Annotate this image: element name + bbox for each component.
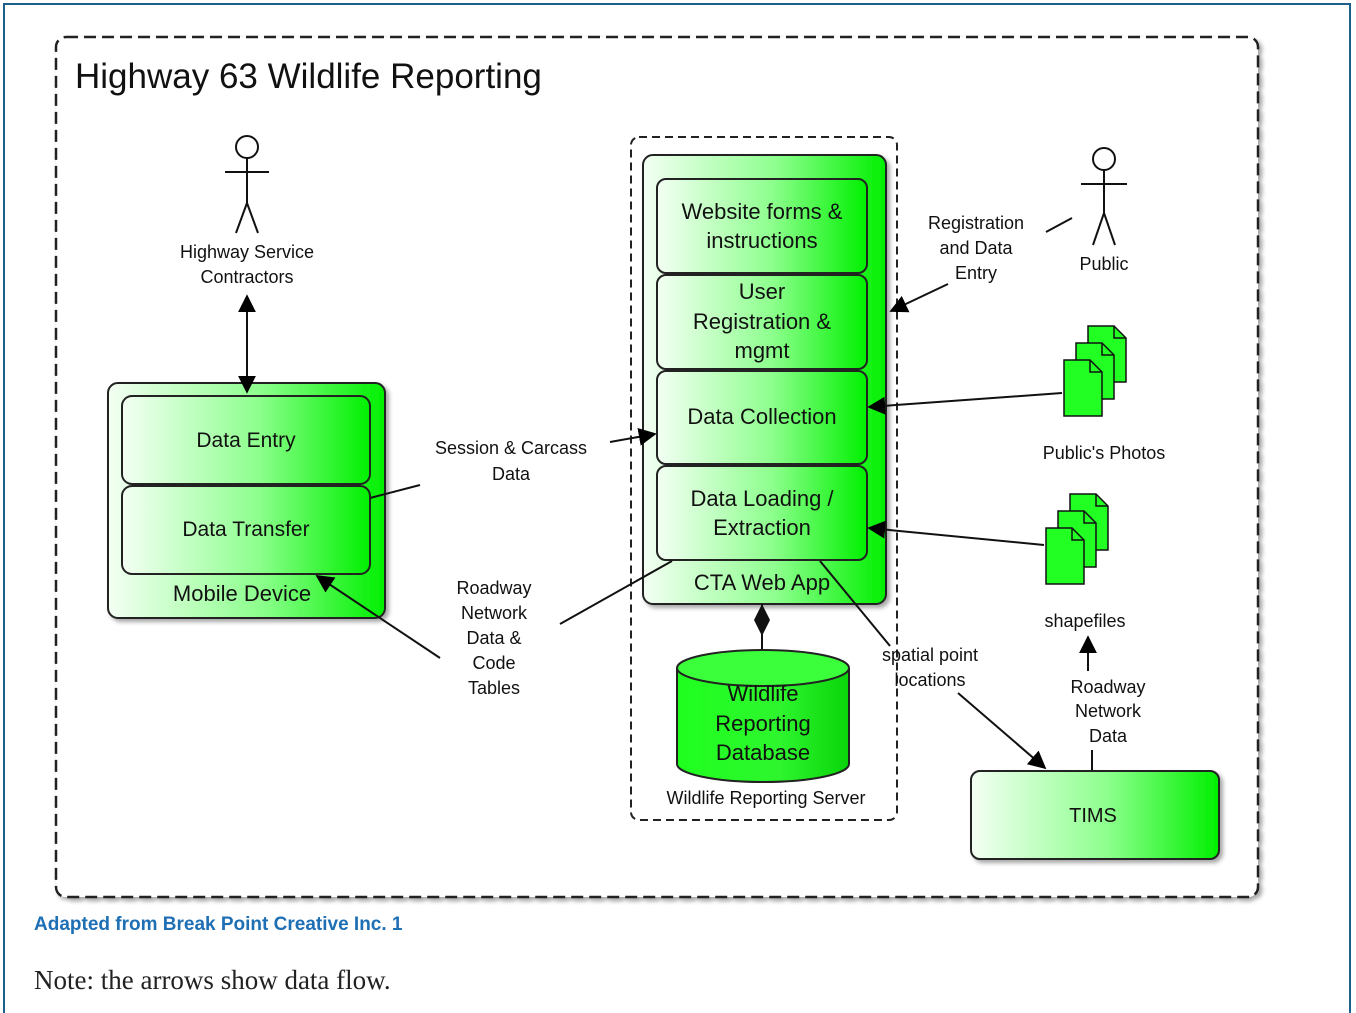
page-frame xyxy=(3,3,1351,1013)
server-label: Wildlife Reporting Server xyxy=(666,788,865,808)
website-forms-box xyxy=(656,178,868,274)
tims-box xyxy=(970,770,1220,860)
user-registration-label: User xyxy=(739,279,785,304)
spatial-points-label-2: locations xyxy=(894,670,965,690)
diagram-title: Highway 63 Wildlife Reporting xyxy=(75,57,542,96)
composition-diamond-icon xyxy=(754,604,770,636)
tims-label: TIMS xyxy=(1069,805,1117,827)
user-registration-label-2: Registration & xyxy=(693,309,832,334)
database-label-3: Database xyxy=(716,740,810,765)
registration-flow-label-1: Registration xyxy=(928,213,1024,233)
roadway-network-label-3: Data xyxy=(1089,726,1128,746)
database-label-1: Wildlife xyxy=(728,681,799,706)
roadway-code-label-1: Roadway xyxy=(456,578,531,598)
roadway-network-label-1: Roadway xyxy=(1070,677,1145,697)
data-loading-label-2: Extraction xyxy=(713,515,811,540)
data-transfer-box xyxy=(121,485,371,575)
session-carcass-label-2: Data xyxy=(492,464,531,484)
server-boundary xyxy=(630,136,898,821)
database-cylinder-icon xyxy=(676,649,850,783)
user-registration-label-3: mgmt xyxy=(735,338,790,363)
registration-flow-label-3: Entry xyxy=(955,263,997,283)
roadway-code-label-2: Network xyxy=(461,603,528,623)
shapefiles-label: shapefiles xyxy=(1044,611,1125,631)
user-registration-box xyxy=(656,274,868,370)
roadway-code-label-4: Code xyxy=(472,653,515,673)
photos-label: Public's Photos xyxy=(1043,443,1166,463)
session-carcass-label-1: Session & Carcass xyxy=(435,438,587,458)
roadway-network-label-2: Network xyxy=(1075,701,1142,721)
registration-flow-label-2: and Data xyxy=(939,238,1013,258)
spatial-points-label-1: spatial point xyxy=(882,645,978,665)
data-entry-label: Data Entry xyxy=(196,429,296,452)
data-collection-label: Data Collection xyxy=(687,404,836,429)
figure-note: Note: the arrows show data flow. xyxy=(34,965,391,995)
contractors-label-2: Contractors xyxy=(200,267,293,287)
mobile-device-label: Mobile Device xyxy=(173,581,311,606)
data-loading-label: Data Loading / xyxy=(690,486,834,511)
public-label: Public xyxy=(1079,254,1128,274)
roadway-code-label-3: Data & xyxy=(466,628,521,648)
figure-caption: Adapted from Break Point Creative Inc. 1 xyxy=(34,914,403,935)
contractors-actor-icon xyxy=(225,135,269,234)
wildlife-reporting-diagram: Highway 63 Wildlife Reporting Highway Se… xyxy=(54,35,1260,899)
contractors-label-1: Highway Service xyxy=(180,242,314,262)
data-entry-box xyxy=(121,395,371,485)
roadway-code-label-5: Tables xyxy=(468,678,520,698)
data-transfer-label: Data Transfer xyxy=(182,518,309,541)
data-collection-box xyxy=(656,370,868,465)
cta-web-app-label: CTA Web App xyxy=(694,570,830,595)
public-actor-icon xyxy=(1081,147,1127,246)
website-forms-label-2: instructions xyxy=(706,228,817,253)
data-loading-box xyxy=(656,465,868,561)
website-forms-label: Website forms & xyxy=(682,199,843,224)
database-label-2: Reporting xyxy=(715,711,810,736)
